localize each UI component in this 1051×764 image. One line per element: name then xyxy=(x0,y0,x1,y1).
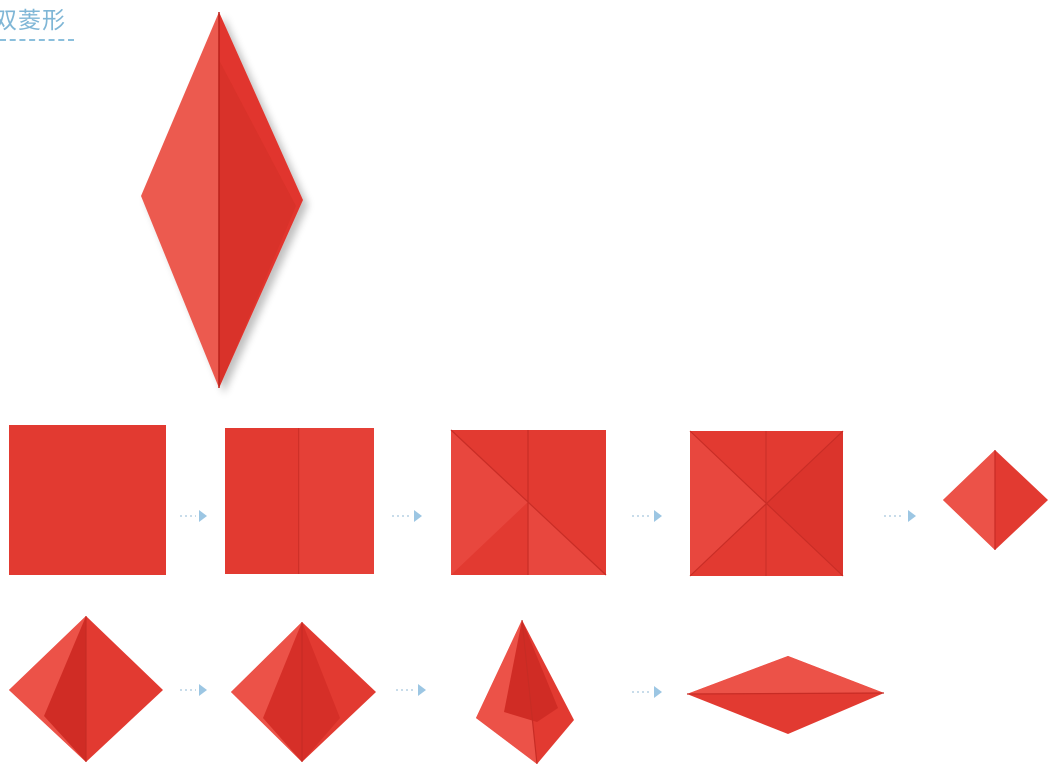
step-2-arrow xyxy=(392,510,422,522)
step-6-fold-left-flap xyxy=(9,616,163,762)
step-2-vertical-crease xyxy=(225,428,374,574)
step-4-arrow xyxy=(884,510,916,522)
final-double-diamond xyxy=(141,12,303,388)
step-3-diagonal-crease xyxy=(451,430,606,575)
step-1-square xyxy=(9,425,166,575)
step-7-arrow xyxy=(396,684,426,696)
step-3-arrow xyxy=(632,510,662,522)
step-7-fold-both-flaps xyxy=(231,622,376,762)
step-5-small-square-base xyxy=(943,450,1048,550)
step-8-kite xyxy=(476,620,574,764)
step-9-flat-diamond xyxy=(687,656,884,734)
step-8-arrow xyxy=(632,686,662,698)
step-4-both-diagonals xyxy=(690,431,843,576)
step-6-arrow xyxy=(180,684,207,696)
step-1-arrow xyxy=(180,510,207,522)
